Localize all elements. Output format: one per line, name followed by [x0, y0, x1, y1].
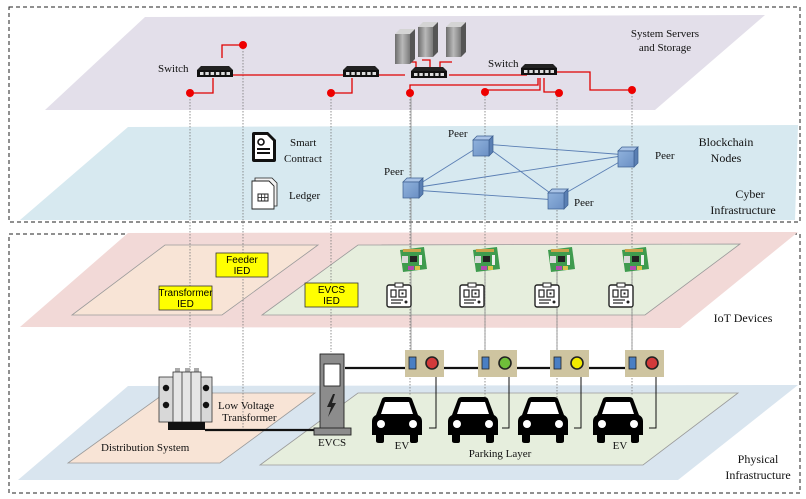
parking-charger-unit	[405, 350, 444, 429]
blockchain-layer-label-2: Nodes	[711, 151, 742, 165]
cyber-infrastructure-group	[8, 6, 801, 223]
switch-label-left: Switch	[158, 63, 189, 75]
iot-device-icon	[534, 282, 560, 308]
physical-group-label-1: Physical	[738, 452, 779, 466]
server-icon	[395, 29, 415, 64]
transformer-ied-label-1: Transformer	[158, 288, 213, 299]
peer-node-icon	[402, 177, 424, 199]
transformer-label-1: Low Voltage	[218, 400, 274, 412]
ledger-icon	[251, 177, 278, 210]
charger-status-light	[570, 356, 584, 370]
ev-label: EV	[613, 440, 628, 452]
ev-label: EV	[395, 440, 410, 452]
iot-device-icon	[386, 282, 412, 308]
iot-layer-label: IoT Devices	[714, 311, 773, 325]
cyber-group-label-1: Cyber	[735, 187, 764, 201]
peer-label: Peer	[574, 197, 594, 209]
evcs-ied-label-1: EVCS	[318, 285, 346, 296]
charger-status-light	[425, 356, 439, 370]
iot-device-icon	[459, 282, 485, 308]
parking-charger-unit	[550, 350, 589, 429]
evcs-ied-badge: EVCS IED	[304, 282, 359, 308]
electric-vehicle-icon	[448, 397, 498, 443]
evcs-label: EVCS	[318, 437, 346, 449]
charger-status-light	[498, 356, 512, 370]
peer-label: Peer	[448, 128, 468, 140]
peer-node-icon	[472, 135, 494, 157]
low-voltage-transformer-icon	[158, 368, 213, 430]
network-nodes	[186, 41, 636, 97]
transformer-label-2: Transformer	[222, 412, 277, 424]
iot-board-icon	[622, 247, 649, 272]
network-switch-icon	[521, 64, 557, 75]
feeder-ied-label-1: Feeder	[226, 255, 258, 266]
smart-contract-label-1: Smart	[290, 137, 316, 149]
evcs-charger-icon	[313, 353, 352, 436]
evcs-ied-label-2: IED	[323, 296, 340, 307]
iot-board-icon	[548, 247, 575, 272]
iot-device-icon	[608, 282, 634, 308]
charger-port-icon	[408, 356, 417, 370]
smart-contract-label-2: Contract	[284, 153, 322, 165]
server-icon	[418, 22, 438, 57]
blockchain-layer-plane	[20, 125, 798, 220]
parking-layer-label: Parking Layer	[469, 448, 532, 460]
blockchain-layer-label-1: Blockchain	[699, 135, 754, 149]
smart-contract-icon	[252, 132, 276, 162]
charger-port-icon	[628, 356, 637, 370]
servers-layer-label-2: and Storage	[639, 42, 691, 54]
iot-board-icon	[400, 247, 427, 272]
electric-vehicle-icon	[372, 397, 422, 443]
servers-layer-label-1: System Servers	[631, 28, 699, 40]
ledger-label: Ledger	[289, 190, 320, 202]
peer-node-icon	[617, 146, 639, 168]
feeder-ied-label-2: IED	[234, 266, 251, 277]
server-rack-group	[395, 22, 466, 64]
electric-vehicle-icon	[518, 397, 568, 443]
charger-port-icon	[481, 356, 490, 370]
network-switch-icon	[411, 67, 447, 78]
peer-label: Peer	[655, 150, 675, 162]
transformer-ied-label-2: IED	[177, 299, 194, 310]
electric-vehicle-icon	[593, 397, 643, 443]
server-icon	[446, 22, 466, 57]
network-switch-icon	[343, 66, 379, 77]
peer-node-icon	[547, 188, 569, 210]
parking-charger-unit	[478, 350, 517, 429]
distribution-system-label: Distribution System	[101, 442, 190, 454]
parking-charger-unit	[625, 350, 664, 429]
switch-label-right: Switch	[488, 58, 519, 70]
feeder-ied-badge: Feeder IED	[215, 252, 269, 278]
iot-board-icon	[473, 247, 500, 272]
physical-group-label-2: Infrastructure	[725, 468, 790, 482]
charger-port-icon	[553, 356, 562, 370]
peer-mesh-links	[412, 143, 629, 201]
network-switch-icon	[197, 66, 233, 77]
transformer-ied-badge: Transformer IED	[158, 285, 213, 311]
charger-status-light	[645, 356, 659, 370]
peer-label: Peer	[384, 166, 404, 178]
cyber-group-label-2: Infrastructure	[710, 203, 775, 217]
